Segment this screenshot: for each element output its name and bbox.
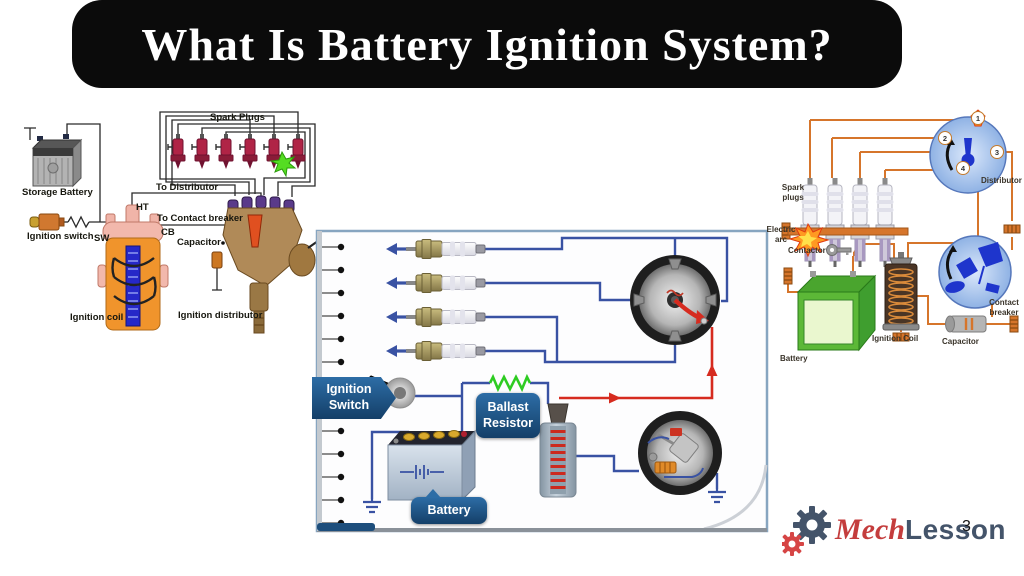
ballast-resistor-symbol [488,373,532,393]
label-to-contact-breaker: To Contact breaker [157,213,243,224]
battery-badge: Battery [411,489,487,524]
label-right-spark-plugs: Spark plugs [781,183,805,202]
center-blue-wiring [370,236,729,499]
right-ignition-coil [882,252,920,331]
right-diagram-drawing: 1 2 3 4 [781,109,1021,352]
page-title: What Is Battery Ignition System? [141,18,833,70]
center-ignition-diagram: Ignition Switch Ballast Resistor Battery [312,229,772,534]
svg-text:1: 1 [976,114,980,123]
title-banner: What Is Battery Ignition System? [72,0,902,88]
label-contactor: Contactor [788,246,826,255]
label-sw: SW [94,233,110,244]
right-ignition-diagram: 1 2 3 4 Spark plugs Electric arc Contact… [762,100,1024,363]
center-red-wiring [559,327,718,404]
contactor-key-icon [826,244,852,256]
ballast-resistor-badge-label: Ballast Resistor [482,399,534,430]
left-ignition-distributor [211,195,319,334]
right-distributor: 1 2 3 4 [929,109,1007,194]
center-ignition-coil [539,403,577,498]
ignition-switch-component [29,213,65,231]
label-right-capacitor: Capacitor [942,337,979,346]
label-electric-arc: Electric arc [766,225,796,244]
storage-battery [31,134,83,188]
svg-text:3: 3 [995,148,999,157]
center-distributor [630,255,720,345]
ignition-switch-badge: Ignition Switch [312,377,396,419]
battery-badge-label: Battery [427,502,471,517]
label-storage-battery: Storage Battery [22,187,93,198]
label-to-distributor: To Distributor [156,182,219,193]
right-capacitor [945,315,987,333]
spark-flash-icon [269,150,297,178]
label-right-contact-breaker: Contact breaker [989,298,1019,317]
label-cb: CB [161,227,175,238]
plug-bus-bar [787,227,909,236]
label-right-distributor: Distributor [981,176,1022,185]
logo-text-lesson: Lesson [905,514,1007,545]
right-spark-plugs [787,177,909,268]
label-ignition-coil: Ignition coil [70,312,124,323]
left-spark-plugs [167,133,306,178]
electric-arc-icon [788,222,830,258]
label-ignition-distributor: Ignition distributor [178,310,263,321]
center-battery [387,429,476,502]
center-contact-breaker [638,411,722,495]
left-schematic-drawing [24,111,319,334]
label-ht: HT [136,202,149,213]
label-right-battery: Battery [780,354,808,363]
ignition-switch-badge-label: Ignition Switch [326,382,372,412]
logo-text-mech: Mech [835,513,905,546]
distributor-terminal-numbers: 1 2 3 4 [938,111,1004,175]
label-spark-plugs: Spark Plugs [210,112,265,123]
gears-icon [782,506,831,556]
left-ignition-coil [97,204,169,331]
page-number: 3 [962,518,971,535]
right-contact-breaker [938,235,1012,309]
label-right-ignition-coil: Ignition Coil [872,334,919,343]
label-ignition-switch: Ignition switch [27,231,94,242]
label-capacitor: Capacitor [177,237,221,248]
ballast-resistor-badge: Ballast Resistor [476,393,540,438]
svg-text:2: 2 [943,134,947,143]
svg-text:4: 4 [961,164,966,173]
right-battery [796,271,877,352]
left-ignition-schematic: Spark Plugs Storage Battery To Distribut… [10,100,320,340]
